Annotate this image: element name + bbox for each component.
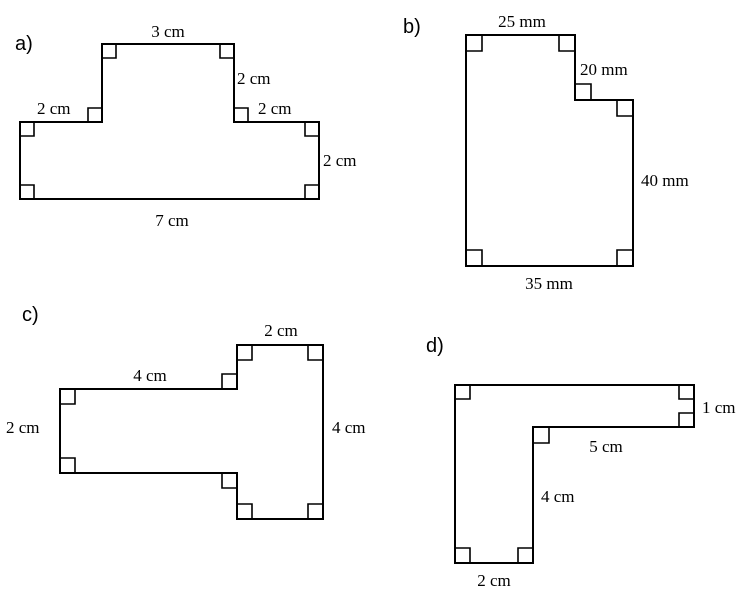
figure-a-left-shoulder-dim: 2 cm xyxy=(37,99,71,118)
figure-c-arm-dim: 4 cm xyxy=(133,366,167,385)
figure-a: a) 3 cm 2 cm 2 cm 2 cm 2 cm 7 cm xyxy=(15,22,357,230)
right-angle-mark xyxy=(455,547,471,563)
right-angle-mark xyxy=(221,473,237,489)
figure-d-inner-horizontal-dim: 5 cm xyxy=(589,437,623,456)
figure-d-right-angle-marks xyxy=(455,385,694,563)
right-angle-mark xyxy=(60,457,76,473)
figure-c-outline xyxy=(59,344,324,520)
figure-d: d) 1 cm 5 cm 4 cm 2 cm xyxy=(426,335,736,590)
figure-b-bottom-dim: 35 mm xyxy=(525,274,573,293)
right-angle-mark xyxy=(455,385,471,400)
figure-c-right-side-dim: 4 cm xyxy=(332,418,366,437)
right-angle-mark xyxy=(304,122,319,137)
right-angle-mark xyxy=(60,389,76,405)
figure-b-right-side-dim: 40 mm xyxy=(641,171,689,190)
figure-d-outline xyxy=(454,384,695,564)
figure-a-right-side-dim: 2 cm xyxy=(323,151,357,170)
figure-d-inner-vertical-dim: 4 cm xyxy=(541,487,575,506)
right-angle-mark xyxy=(307,503,323,519)
right-angle-mark xyxy=(558,35,575,52)
right-angle-mark xyxy=(304,184,319,199)
figure-b-right-angle-marks xyxy=(466,35,633,266)
figure-a-bottom-dim: 7 cm xyxy=(155,211,189,230)
figure-a-step-height-dim: 2 cm xyxy=(237,69,271,88)
figure-d-arm-end-dim: 1 cm xyxy=(702,398,736,417)
figure-b-outline xyxy=(465,34,634,267)
right-angle-mark xyxy=(466,35,483,52)
right-angle-mark xyxy=(20,184,35,199)
right-angle-mark xyxy=(466,249,483,266)
right-angle-mark xyxy=(237,503,253,519)
right-angle-mark xyxy=(221,373,237,389)
figure-d-label: d) xyxy=(426,335,444,357)
figure-c-left-side-dim: 2 cm xyxy=(6,418,40,437)
right-angle-mark xyxy=(678,412,694,427)
right-angle-mark xyxy=(102,44,117,59)
figure-c: c) 2 cm 4 cm 2 cm 4 cm xyxy=(6,304,366,520)
right-angle-mark xyxy=(219,44,234,59)
figure-a-top-dim: 3 cm xyxy=(151,22,185,41)
right-angle-mark xyxy=(237,345,253,361)
right-angle-mark xyxy=(575,83,592,100)
right-angle-mark xyxy=(533,427,550,444)
right-angle-mark xyxy=(234,107,249,122)
right-angle-mark xyxy=(517,547,533,563)
figure-d-bottom-dim: 2 cm xyxy=(477,571,511,590)
right-angle-mark xyxy=(678,385,694,400)
figure-b-top-dim: 25 mm xyxy=(498,12,546,31)
figure-c-top-dim: 2 cm xyxy=(264,321,298,340)
figure-b-label: b) xyxy=(403,16,421,38)
figure-a-right-angle-marks xyxy=(20,44,319,199)
right-angle-mark xyxy=(87,107,102,122)
right-angle-mark xyxy=(20,122,35,137)
figure-c-right-angle-marks xyxy=(60,345,323,519)
figure-c-label: c) xyxy=(22,304,39,326)
figure-b: b) 25 mm 20 mm 40 mm 35 mm xyxy=(403,12,689,293)
right-angle-mark xyxy=(616,249,633,266)
figure-a-right-shoulder-dim: 2 cm xyxy=(258,99,292,118)
right-angle-mark xyxy=(307,345,323,361)
right-angle-mark xyxy=(616,100,633,117)
figure-a-label: a) xyxy=(15,33,33,55)
figure-b-notch-dim: 20 mm xyxy=(580,60,628,79)
figure-a-outline xyxy=(19,43,320,200)
